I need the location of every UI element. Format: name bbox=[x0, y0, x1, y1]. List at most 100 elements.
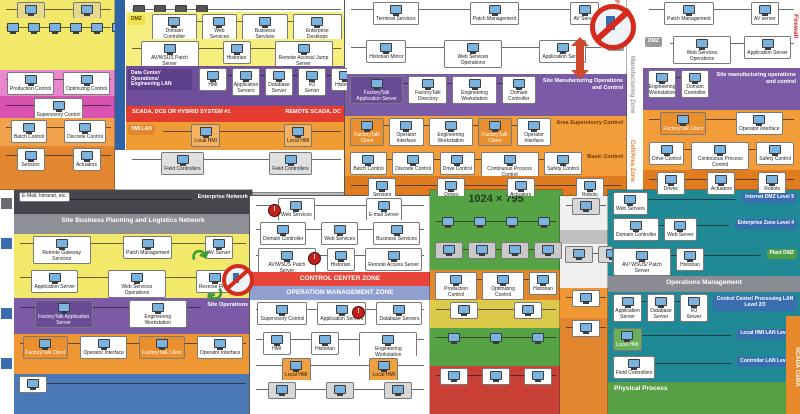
device-label: Actuators bbox=[710, 186, 733, 192]
computer-icon bbox=[28, 23, 40, 34]
network-bus-line bbox=[649, 77, 708, 78]
zone-tag: DMZ bbox=[128, 15, 145, 25]
computer-icon bbox=[674, 221, 687, 232]
device-box: Local HMI bbox=[191, 124, 220, 147]
computer-icon bbox=[450, 275, 463, 286]
device-label: FactoryTalk Application Server bbox=[38, 314, 90, 326]
computer-icon bbox=[70, 23, 82, 34]
computer-icon bbox=[175, 5, 187, 12]
device-box bbox=[598, 246, 612, 263]
computer-icon bbox=[695, 39, 708, 50]
computer-icon bbox=[621, 297, 634, 308]
device-label: Production Control bbox=[9, 86, 52, 92]
computer-icon bbox=[440, 214, 456, 232]
device-label: I/O Server bbox=[304, 82, 320, 94]
computer-icon bbox=[130, 273, 143, 284]
device-label: Drive Control bbox=[652, 156, 682, 162]
scada_b-band-0 bbox=[126, 0, 347, 12]
computer-icon bbox=[655, 297, 667, 308]
device-label: Historian bbox=[680, 262, 700, 268]
band-label: OPERATION MANAGEMENT ZONE bbox=[286, 289, 394, 296]
device-row: Field Controllers bbox=[608, 354, 737, 381]
device-label: Production Control bbox=[444, 286, 469, 298]
device-box: Historian bbox=[310, 332, 339, 355]
zone-tag: Data Center/ Operations/ Engineering LAN bbox=[128, 69, 192, 90]
computer-icon bbox=[276, 305, 289, 316]
device-box: AV Server bbox=[204, 236, 234, 259]
computer-icon bbox=[152, 2, 168, 12]
purdue-band-0 bbox=[0, 0, 117, 18]
computer-icon bbox=[761, 39, 774, 50]
network-bus-line bbox=[614, 363, 732, 364]
cpwe_bl-band-1: Site Business Planning and Logistics Net… bbox=[14, 214, 252, 234]
computer-icon bbox=[407, 155, 420, 166]
level-marker bbox=[1, 308, 12, 319]
device-label: Historian bbox=[330, 262, 351, 268]
device-box: Domain Controller bbox=[681, 70, 709, 99]
green_g-band-0: 1024 × 795 bbox=[430, 190, 562, 212]
device-box: Remote Access/ Jump Server bbox=[274, 41, 333, 66]
computer-icon bbox=[556, 43, 569, 54]
computer-icon bbox=[27, 379, 39, 390]
device-label: Batch Control bbox=[353, 166, 384, 172]
computer-icon bbox=[362, 155, 375, 166]
device-label: Application Servers bbox=[320, 316, 364, 322]
device-box: Engineering Workstation bbox=[452, 76, 497, 105]
computer-icon bbox=[390, 225, 403, 236]
device-box: E-Mail, Intranet, etc. bbox=[19, 192, 70, 202]
device-box: Patch Management bbox=[664, 2, 714, 25]
computer-icon bbox=[557, 155, 570, 166]
device-box: Web Services bbox=[321, 222, 359, 245]
device-box: Operator Interface bbox=[736, 112, 783, 135]
threat-icon: ! bbox=[268, 204, 281, 217]
band-label: REMOTE SCADA, DC bbox=[285, 109, 341, 115]
computer-icon bbox=[335, 305, 348, 316]
zone-chip: Internet DMZ Level 5 bbox=[742, 193, 797, 203]
computer-icon bbox=[196, 5, 208, 12]
computer-icon bbox=[68, 20, 84, 38]
computer-icon bbox=[133, 5, 145, 12]
computer-icon bbox=[636, 251, 648, 262]
computer-icon bbox=[154, 5, 166, 12]
computer-icon bbox=[530, 330, 546, 348]
device-label: Supervisory Control bbox=[260, 316, 305, 322]
device-label: E-mail Server bbox=[368, 212, 400, 218]
computer-icon bbox=[656, 73, 668, 84]
computer-icon bbox=[447, 371, 460, 382]
computer-icon bbox=[275, 385, 288, 396]
device-box: Remote Access Server bbox=[365, 248, 423, 271]
device-label: Local HMI bbox=[286, 138, 310, 144]
device-box: FactoryTalk Client bbox=[477, 118, 512, 147]
device-box: Domain Controller bbox=[613, 218, 660, 241]
device-box bbox=[572, 320, 600, 337]
network-bus-line bbox=[20, 383, 246, 384]
manufacturing-zone-label: Manufacturing Zone bbox=[629, 56, 635, 114]
sliver_i-band-0 bbox=[560, 196, 612, 230]
device-box: Application Server bbox=[744, 36, 791, 59]
device-label: Historian bbox=[226, 55, 247, 61]
device-row bbox=[560, 244, 612, 265]
device-box: Operator Interface bbox=[196, 336, 244, 359]
device-box: Business Services bbox=[373, 222, 420, 245]
computer-icon bbox=[131, 2, 147, 12]
computer-icon bbox=[664, 175, 677, 186]
computer-icon bbox=[443, 245, 455, 256]
device-box: Discrete Control bbox=[64, 120, 107, 143]
device-box: Engineering Workstation bbox=[428, 118, 473, 147]
